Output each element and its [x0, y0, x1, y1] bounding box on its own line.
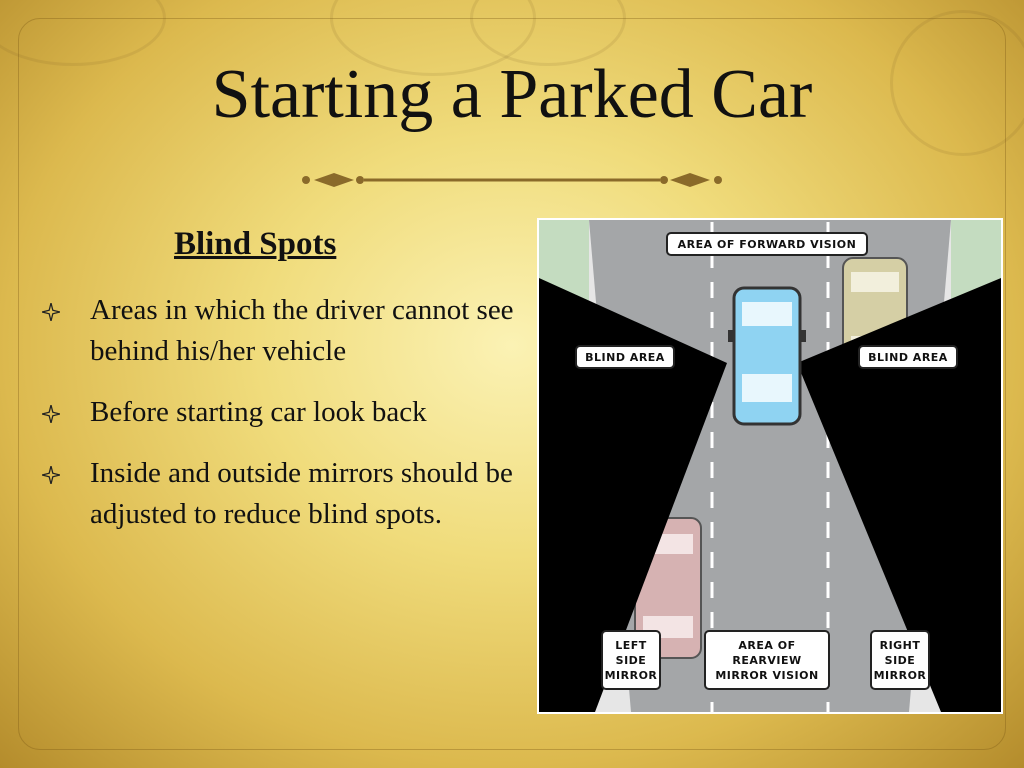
blue-car [728, 286, 806, 426]
rearview-mirror-label: AREA OF REARVIEW MIRROR VISION [704, 630, 830, 690]
bullet-item: Areas in which the driver cannot see beh… [42, 290, 522, 372]
blind-spot-diagram: AREA OF FORWARD VISION BLIND AREA BLIND … [537, 218, 1003, 714]
bullet-list: Areas in which the driver cannot see beh… [42, 290, 522, 555]
postmark-stamp [890, 10, 1024, 156]
blind-area-left-label: BLIND AREA [575, 345, 675, 369]
four-point-star-icon [42, 466, 60, 484]
section-heading: Blind Spots [174, 226, 337, 262]
bullet-item: Inside and outside mirrors should be adj… [42, 453, 522, 535]
ornament-divider [302, 173, 722, 187]
bullet-text: Areas in which the driver cannot see beh… [90, 294, 514, 367]
forward-vision-label: AREA OF FORWARD VISION [666, 232, 868, 256]
blind-area-right-label: BLIND AREA [858, 345, 958, 369]
left-side-mirror-label: LEFT SIDE MIRROR [601, 630, 661, 690]
four-point-star-icon [42, 303, 60, 321]
slide-frame [18, 18, 1006, 750]
bullet-text: Inside and outside mirrors should be adj… [90, 457, 513, 530]
slide-title: Starting a Parked Car [211, 56, 813, 133]
bullet-text: Before starting car look back [90, 396, 427, 428]
right-side-mirror-label: RIGHT SIDE MIRROR [870, 630, 930, 690]
bullet-item: Before starting car look back [42, 392, 522, 433]
four-point-star-icon [42, 405, 60, 423]
